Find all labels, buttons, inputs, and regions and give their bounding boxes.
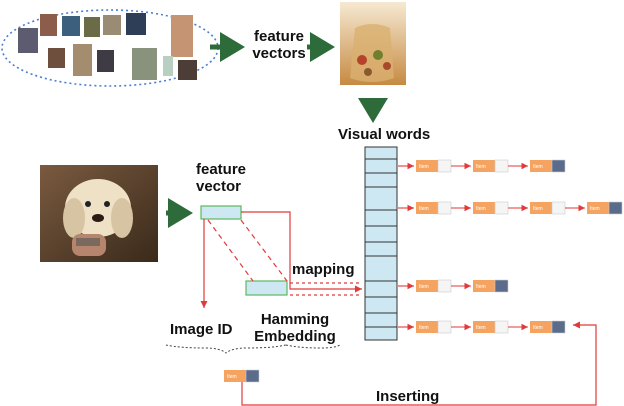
thumbnail (48, 48, 65, 68)
item-node: Item (416, 320, 452, 334)
feature-vectors-line2: vectors (252, 45, 306, 62)
item-node: Item (224, 369, 260, 383)
mapping-connections (200, 211, 597, 406)
item-label: Item (476, 164, 486, 170)
thumbnail (163, 56, 173, 76)
item-label: Item (590, 206, 600, 212)
hamming-embedding-box (245, 280, 288, 296)
item-label: Item (419, 284, 429, 290)
hamming-line2: Embedding (254, 328, 336, 345)
item-label: Item (476, 206, 486, 212)
item-node: Item (473, 320, 509, 334)
feature-vector-label: feature vector (196, 161, 246, 195)
feature-vector-box (200, 205, 242, 220)
item-node: Item (473, 279, 509, 293)
thumbnail (103, 15, 121, 35)
item-label: Item (227, 374, 237, 380)
item-label: Item (533, 325, 543, 331)
thumbnail (84, 17, 100, 37)
hamming-embedding-label: Hamming Embedding (249, 311, 341, 345)
thumbnail (18, 28, 38, 53)
thumbnail (132, 48, 157, 80)
thumbnail (40, 14, 57, 36)
item-node: Item (416, 279, 452, 293)
feature-vectors-label: feature vectors (248, 28, 310, 62)
item-label: Item (476, 284, 486, 290)
inserting-label: Inserting (376, 388, 440, 405)
item-node: Item (416, 201, 452, 215)
thumbnail (97, 50, 114, 72)
mapping-label: mapping (292, 261, 355, 278)
item-node: Item (530, 201, 566, 215)
image-id-label: Image ID (170, 321, 233, 338)
item-label: Item (533, 164, 543, 170)
item-node: Item (530, 159, 566, 173)
visual-words-label: Visual words (338, 126, 431, 143)
item-label: Item (533, 206, 543, 212)
feature-vector-line2: vector (196, 178, 242, 195)
item-label: Item (419, 206, 429, 212)
hamming-line1: Hamming (260, 311, 330, 328)
item-label: Item (419, 164, 429, 170)
feature-vectors-line1: feature (253, 28, 305, 45)
brace-under-labels (165, 344, 287, 354)
item-node: Item (530, 320, 566, 334)
item-node: Item (587, 201, 623, 215)
item-label: Item (476, 325, 486, 331)
thumbnail (73, 44, 92, 76)
image-collection-thumbnails (18, 13, 197, 80)
feature-vector-line1: feature (196, 161, 247, 178)
visual-words-column (364, 146, 398, 341)
inserted-item: Item (224, 369, 260, 383)
thumbnail (171, 15, 193, 57)
item-node: Item (416, 159, 452, 173)
thumbnail (62, 16, 80, 36)
item-node: Item (473, 159, 509, 173)
thumbnail (178, 60, 197, 80)
item-label: Item (419, 325, 429, 331)
thumbnail (126, 13, 146, 35)
item-node: Item (473, 201, 509, 215)
